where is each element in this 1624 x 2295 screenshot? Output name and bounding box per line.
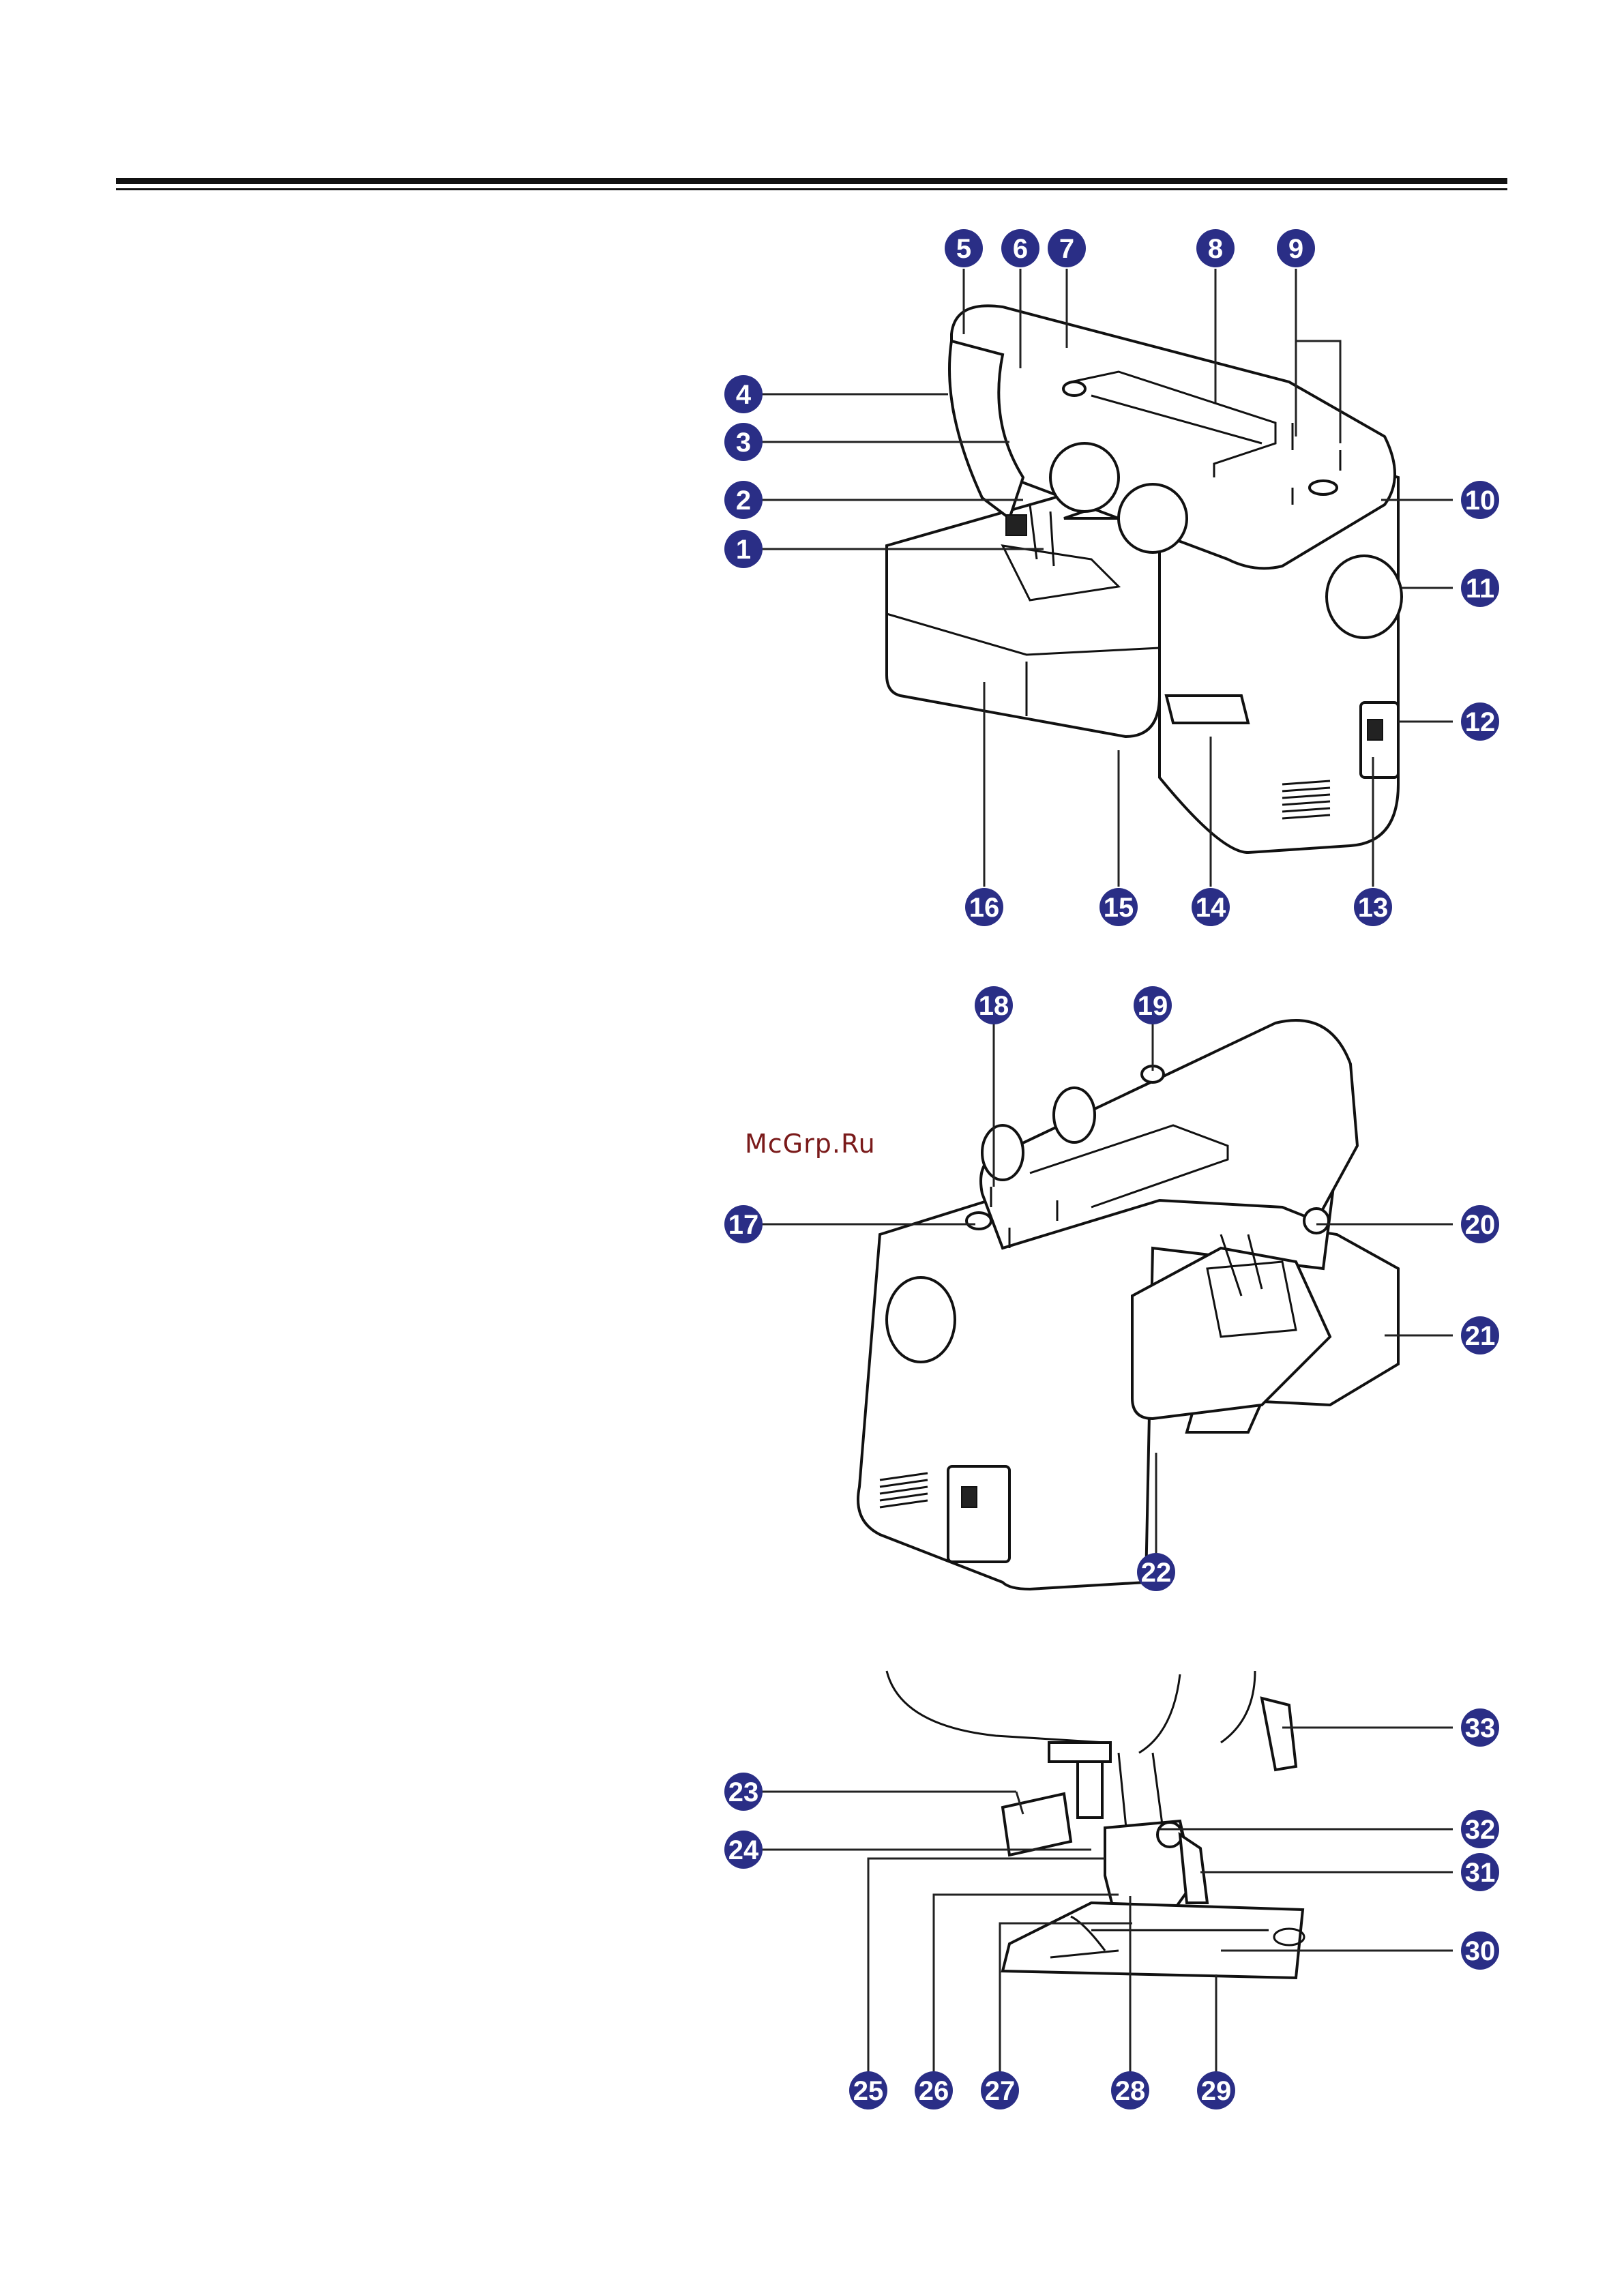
callout-number: 25 <box>853 2076 884 2106</box>
callout-badge-7: 7 <box>1048 229 1086 267</box>
callout-number: 19 <box>1138 991 1168 1021</box>
callout-number: 1 <box>736 535 751 565</box>
presser-foot-illustration <box>887 1671 1304 1978</box>
callout-badge-3: 3 <box>724 423 763 461</box>
callout-badge-32: 32 <box>1461 1810 1499 1848</box>
callout-number: 12 <box>1465 707 1496 737</box>
callout-number: 15 <box>1104 893 1134 923</box>
callout-badge-2: 2 <box>724 481 763 519</box>
front-view-illustration <box>887 306 1402 853</box>
callout-number: 9 <box>1288 234 1303 264</box>
callout-number: 26 <box>919 2076 949 2106</box>
callout-badge-8: 8 <box>1196 229 1235 267</box>
rear-view-illustration <box>858 1020 1398 1589</box>
callout-badge-5: 5 <box>945 229 983 267</box>
callout-number: 24 <box>728 1835 759 1865</box>
callout-badge-11: 11 <box>1461 569 1499 607</box>
callout-badge-16: 16 <box>965 888 1003 926</box>
callout-number: 11 <box>1466 574 1494 604</box>
callout-number: 5 <box>956 234 971 264</box>
callout-badge-29: 29 <box>1197 2071 1235 2109</box>
callout-number: 4 <box>736 380 752 410</box>
callout-badge-15: 15 <box>1099 888 1138 926</box>
callout-badge-17: 17 <box>724 1205 763 1243</box>
callout-number: 20 <box>1465 1210 1496 1240</box>
callout-badge-24: 24 <box>724 1831 763 1869</box>
callout-number: 18 <box>979 991 1009 1021</box>
callout-badge-18: 18 <box>975 986 1013 1024</box>
callout-number: 10 <box>1465 486 1496 516</box>
callout-badge-9: 9 <box>1277 229 1315 267</box>
callout-number: 27 <box>985 2076 1016 2106</box>
callout-number: 16 <box>969 893 1000 923</box>
callout-badge-30: 30 <box>1461 1931 1499 1970</box>
callout-badge-20: 20 <box>1461 1205 1499 1243</box>
callout-badge-13: 13 <box>1354 888 1392 926</box>
callout-number: 30 <box>1465 1936 1496 1966</box>
callout-number: 21 <box>1465 1321 1496 1351</box>
callout-number: 33 <box>1465 1713 1496 1743</box>
callout-number: 29 <box>1201 2076 1232 2106</box>
callout-badge-23: 23 <box>724 1773 763 1811</box>
callout-badge-28: 28 <box>1111 2071 1149 2109</box>
callout-badge-19: 19 <box>1134 986 1172 1024</box>
callout-number: 17 <box>728 1210 759 1240</box>
callout-badge-33: 33 <box>1461 1708 1499 1747</box>
callout-number: 13 <box>1358 893 1389 923</box>
callout-number: 14 <box>1196 893 1226 923</box>
callout-badge-21: 21 <box>1461 1316 1499 1354</box>
callout-badge-22: 22 <box>1137 1553 1175 1591</box>
callout-badge-1: 1 <box>724 530 763 568</box>
callout-number: 31 <box>1465 1858 1496 1888</box>
callout-badge-14: 14 <box>1192 888 1230 926</box>
callout-number: 7 <box>1059 234 1074 264</box>
callout-number: 23 <box>728 1777 759 1807</box>
callout-number: 3 <box>736 428 751 458</box>
callout-badge-31: 31 <box>1461 1853 1499 1891</box>
callout-badge-6: 6 <box>1001 229 1039 267</box>
callout-badge-4: 4 <box>724 375 763 413</box>
callout-number: 28 <box>1115 2076 1146 2106</box>
callout-number: 32 <box>1465 1815 1496 1845</box>
callout-number: 6 <box>1013 234 1028 264</box>
callout-number: 22 <box>1141 1558 1172 1588</box>
callout-badge-25: 25 <box>849 2071 887 2109</box>
callout-badge-27: 27 <box>981 2071 1019 2109</box>
callout-badge-10: 10 <box>1461 481 1499 519</box>
callout-number: 2 <box>736 486 751 516</box>
callout-number: 8 <box>1208 234 1223 264</box>
callout-badge-12: 12 <box>1461 702 1499 741</box>
callout-badge-26: 26 <box>915 2071 953 2109</box>
